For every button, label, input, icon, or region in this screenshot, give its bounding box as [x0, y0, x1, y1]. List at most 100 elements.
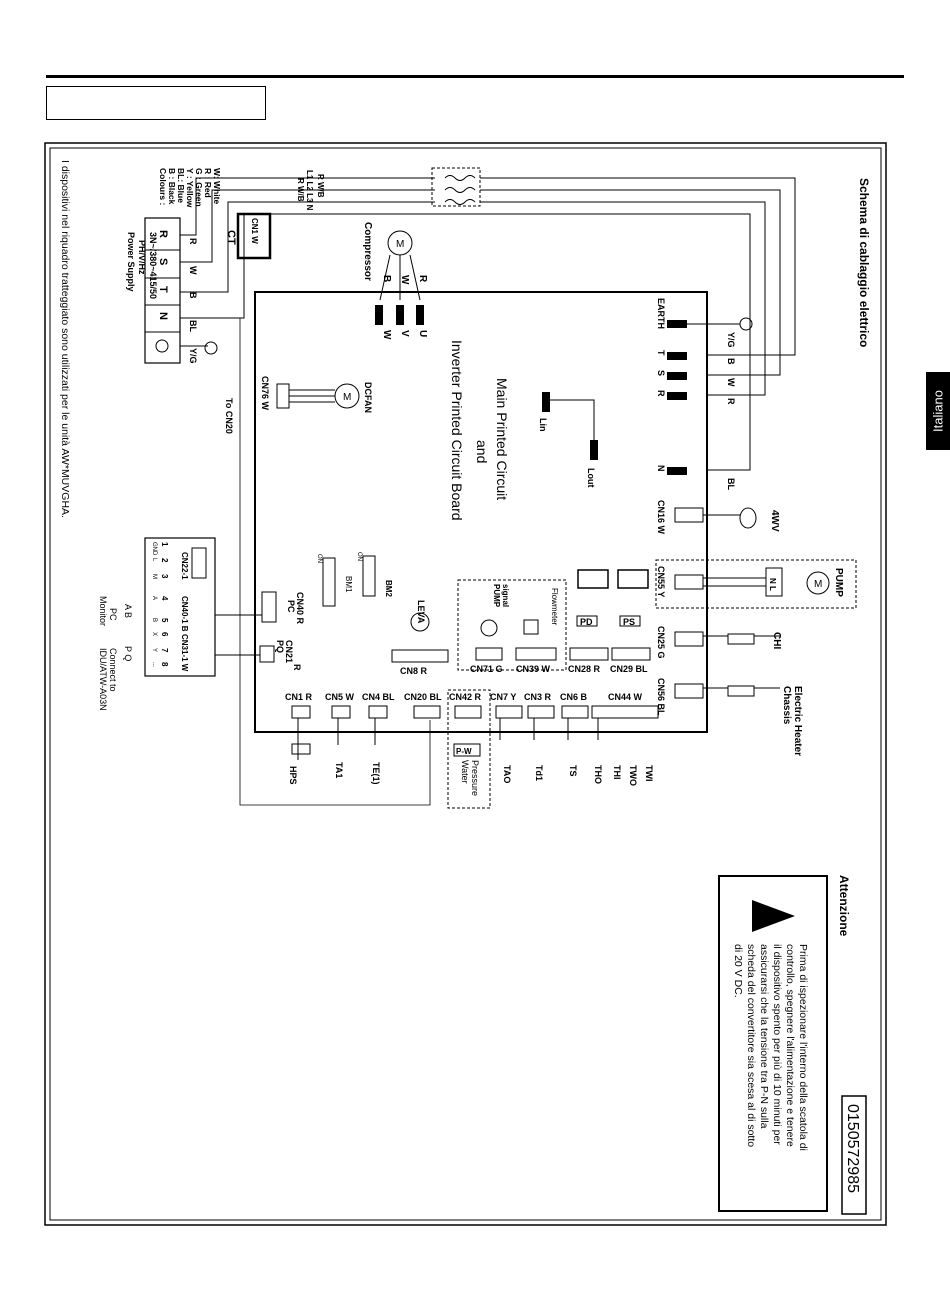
pin-t: T: [656, 350, 666, 356]
sensor-tho: THO: [593, 765, 603, 784]
sensor-ta1: TA1: [334, 762, 344, 778]
attention-title: Attenzione: [837, 875, 851, 937]
connect-to-label: Connect to: [108, 648, 118, 692]
cn76-label: CN76 W: [260, 376, 270, 411]
doc-number: 0150572985: [844, 1104, 861, 1193]
svg-text:2: 2: [160, 558, 169, 563]
cn40-label: CN40 R PC: [286, 592, 305, 625]
cn56-label: CN56 BL: [656, 678, 666, 716]
terminal-strip: [144, 537, 216, 677]
svg-text:Chassis: Chassis: [781, 686, 792, 725]
sensor-twi: TWI: [644, 765, 654, 782]
pump-dashed-box: [655, 559, 857, 609]
board-label-2: and: [474, 440, 490, 463]
water-pressure-label: Water Pressure: [460, 760, 480, 796]
cn8-label: CN8 R: [400, 666, 428, 676]
conn-cn44: CN44 W: [608, 692, 643, 702]
wire-yg: Y/G: [188, 348, 198, 364]
cn16-label: CN16 W: [656, 500, 666, 535]
cn21-connector: [259, 645, 275, 663]
bm1-on: ON: [316, 554, 322, 563]
board-label-1: Main Printed Circuit: [494, 378, 510, 500]
lin-label: Lin: [538, 418, 548, 432]
outer-frame: [44, 142, 887, 1226]
filter-label-3: R W/B: [296, 178, 305, 202]
svg-text:signal: signal: [501, 584, 510, 607]
svg-text:...: ...: [151, 662, 157, 667]
cn20-wire: [239, 317, 431, 806]
ground-icon-2: [204, 341, 218, 355]
power-supply-label: Power Supply PH/V/Hz 3N~/380~415/50: [126, 232, 158, 299]
svg-text:Power Supply: Power Supply: [126, 232, 136, 292]
svg-text:8: 8: [160, 662, 169, 667]
cn29-label: CN29 BL: [610, 664, 648, 674]
pin-s: S: [656, 370, 666, 376]
svg-text:Prima di ispezionare l'interno: Prima di ispezionare l'interno della sca…: [797, 944, 809, 1151]
connect-to-target: IDU/ATW-A03N: [98, 648, 108, 711]
pump-nl: N L: [768, 578, 777, 591]
ct-conn: CN1 W: [250, 218, 259, 244]
conn-cn3: CN3 R: [524, 692, 552, 702]
cn71-connector: [475, 647, 503, 661]
pin-r: R: [656, 390, 666, 397]
cn40-connector: [261, 591, 277, 623]
conn-cn5: CN5 W: [325, 692, 355, 702]
footnote: I dispositivi nel riquadro tratteggiato …: [59, 160, 71, 518]
compressor-label: Compressor: [362, 222, 373, 281]
svg-text:BL: Blue: BL: Blue: [176, 168, 186, 203]
cn21-label: CN21 PQ R: [275, 640, 302, 671]
svg-text:M: M: [814, 579, 822, 590]
svg-text:G : Green: G : Green: [194, 168, 204, 207]
bm1-dip-switch[interactable]: [322, 557, 336, 607]
dcfan-label: DCFAN: [363, 382, 373, 413]
4wv-label: 4WV: [769, 510, 780, 532]
svg-text:PH/V/Hz: PH/V/Hz: [137, 240, 147, 275]
conn-cn4: CN4 BL: [362, 692, 395, 702]
ps-label: PS: [623, 617, 635, 627]
cn55-label: CN55 Y: [656, 566, 666, 597]
cn8-connector: [391, 649, 449, 663]
svg-text:B : Black: B : Black: [167, 168, 177, 205]
svg-text:L: L: [151, 558, 157, 562]
ground-icon: [155, 339, 169, 353]
lout-label: Lout: [586, 468, 596, 488]
cn71-label: CN71 G: [470, 664, 503, 674]
svg-text:PUMP: PUMP: [492, 584, 501, 608]
seg-display-1: [577, 569, 609, 589]
pump-signal-label: PUMP signal: [492, 584, 510, 608]
svg-text:5: 5: [160, 618, 169, 623]
pump-motor-icon: [806, 571, 830, 595]
to-cn20-label: To CN20: [224, 398, 234, 434]
pump-label: PUMP: [833, 568, 844, 597]
terminal-r: R: [157, 230, 169, 238]
svg-text:Colours :: Colours :: [158, 168, 168, 205]
pd-label: PD: [580, 617, 593, 627]
power-terminal-block: [144, 217, 181, 364]
choke-block: [431, 167, 481, 207]
flowmeter-label: Flowmeter: [550, 588, 559, 626]
wire-w: W: [188, 266, 198, 275]
language-tab[interactable]: Italiano: [926, 372, 950, 450]
wire-bl: BL: [188, 320, 198, 332]
strip-codes: GND L M A B X Y ...: [151, 542, 157, 667]
leva-coil-icon: [410, 612, 430, 632]
pc-label: PC: [108, 608, 118, 621]
conn-cn7: CN7 Y: [490, 692, 516, 702]
svg-text:M: M: [151, 574, 157, 579]
cn56-connector: [674, 683, 704, 699]
svg-text:M: M: [343, 392, 351, 403]
ct-box: [236, 212, 272, 260]
pw-label: P-W: [456, 747, 472, 756]
bottom-connectors: [291, 705, 659, 719]
bm2-label: BM2: [384, 580, 393, 597]
bm2-dip-switch[interactable]: [362, 555, 376, 597]
sensor-td1: Td1: [534, 765, 544, 781]
sensor-hps: HPS: [288, 766, 298, 785]
wire-r2: R: [726, 398, 736, 405]
cn76-connector: [276, 383, 290, 409]
comp-wire-w: W: [399, 275, 410, 285]
svg-text:X: X: [151, 632, 157, 636]
ab-label: A B: [123, 604, 133, 618]
cn29-connector: [611, 647, 651, 661]
comp-phase-w: W: [381, 330, 392, 340]
